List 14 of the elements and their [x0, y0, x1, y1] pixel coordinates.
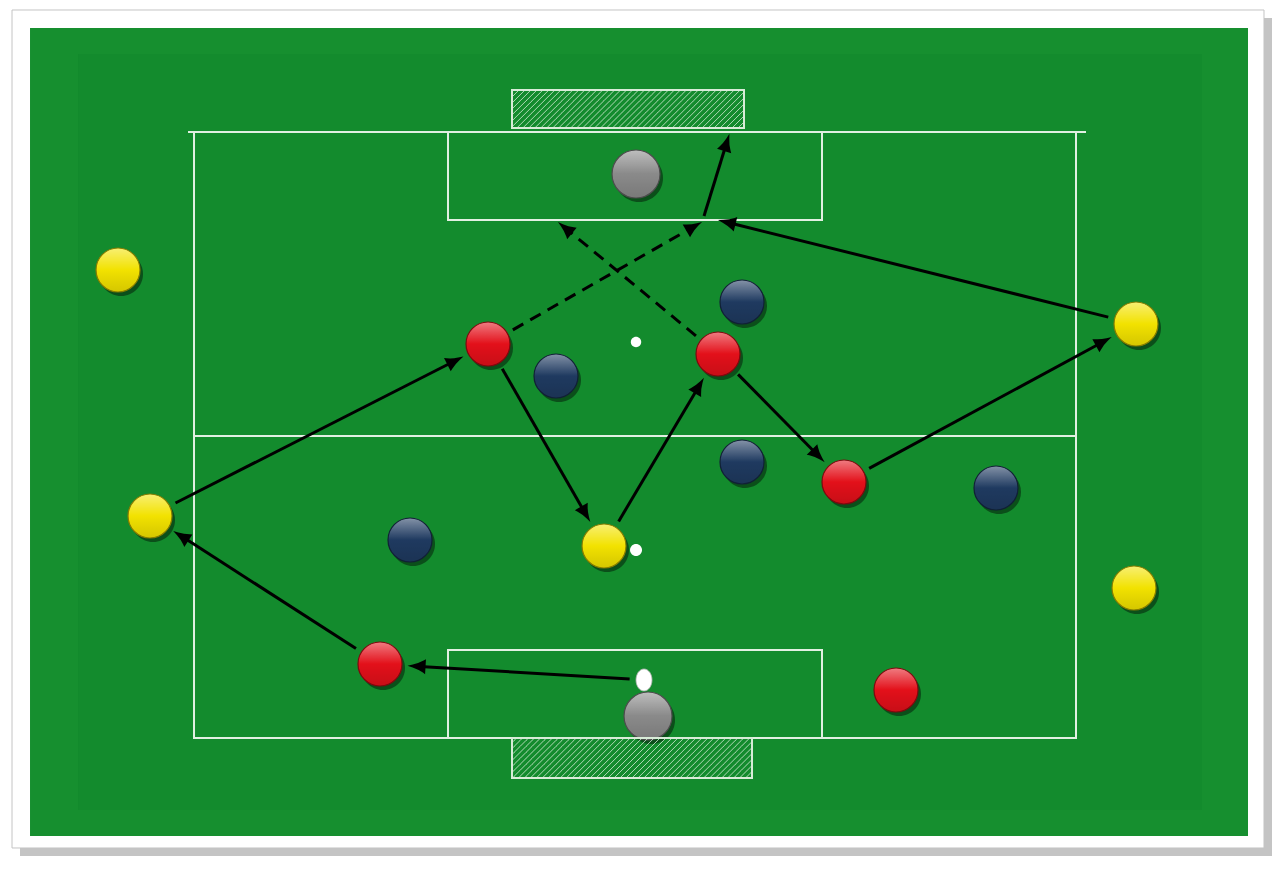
ball: [635, 668, 653, 692]
arrow: [702, 137, 731, 217]
arrow: [176, 532, 357, 650]
arrow: [737, 373, 823, 460]
arrow: [411, 660, 630, 681]
arrow: [868, 338, 1109, 470]
dashed-arrow: [512, 223, 699, 332]
arrow: [500, 368, 589, 519]
goal: [511, 737, 753, 779]
arrow: [721, 217, 1109, 319]
dashed-arrow: [560, 224, 697, 337]
arrow: [617, 381, 703, 523]
arrow: [174, 357, 460, 505]
goal: [511, 89, 745, 129]
